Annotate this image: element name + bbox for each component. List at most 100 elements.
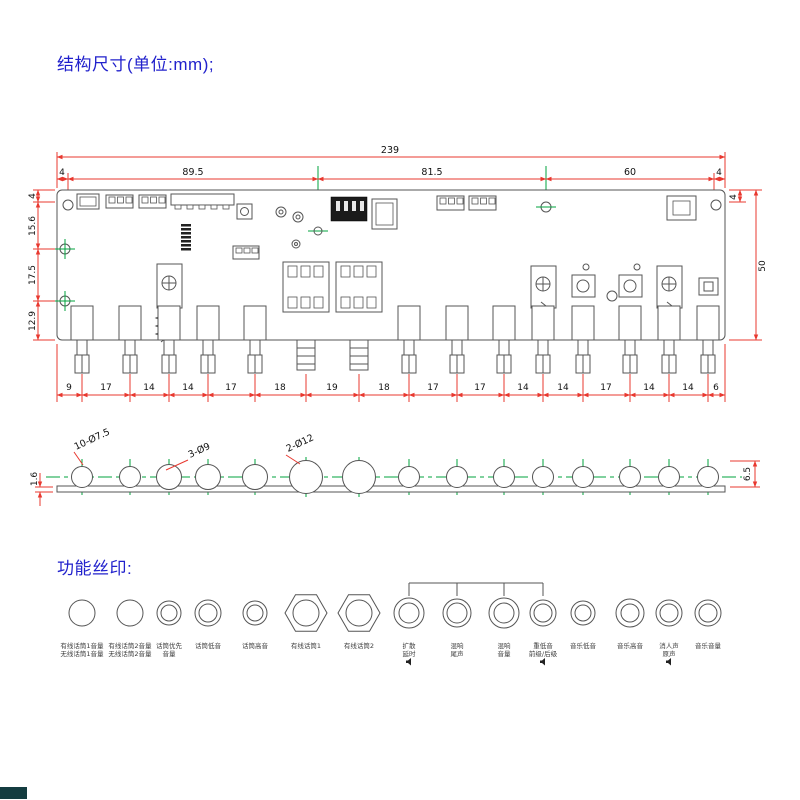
dim-text-left-0: 4 — [28, 193, 38, 199]
dim-text-top-4: 4 — [716, 168, 722, 178]
dim-text-bottom-15: 6 — [713, 383, 719, 393]
potentiometer — [571, 305, 595, 374]
silkscreen-knob: 扩散延时 — [393, 597, 425, 666]
pcb-board-outline — [56, 189, 726, 341]
dim-text-bottom-8: 17 — [427, 383, 438, 393]
jack-bushing — [296, 339, 316, 371]
potentiometer — [157, 305, 181, 374]
mic-jack-body — [335, 261, 383, 313]
group-bracket — [408, 582, 544, 596]
dim-text-bottom-2: 14 — [143, 383, 155, 393]
mounting-holes — [55, 199, 722, 311]
test-point — [275, 206, 304, 223]
silkscreen-knob: 话筒高音 — [242, 600, 269, 650]
castellated-connector — [170, 193, 235, 210]
knob-label: 音乐低音 — [570, 641, 597, 650]
potentiometer — [118, 305, 142, 374]
hole-label-small: 10-Ø7.5 — [73, 427, 112, 453]
silkscreen-knob: 话筒低音 — [194, 599, 222, 650]
dim-panel-height: 6.5 — [730, 460, 760, 488]
dim-text-right-1: 50 — [758, 260, 768, 272]
dim-text-bottom-10: 14 — [517, 383, 529, 393]
potentiometer — [445, 305, 469, 374]
knob-label: 有线话筒1音量无线话筒1音量 — [60, 641, 104, 658]
panel-strip — [56, 485, 726, 493]
dim-text-top-3: 60 — [624, 167, 636, 178]
silkscreen-knob: 音乐高音 — [615, 598, 645, 650]
knob-label: 话筒优先音量 — [156, 641, 183, 658]
connector — [666, 195, 697, 221]
knob-label: 话筒高音 — [242, 641, 269, 650]
hole-label-medium: 3-Ø9 — [187, 441, 212, 461]
dim-right-segments: 4 50 — [729, 189, 768, 341]
dim-text-bottom-12: 17 — [600, 383, 611, 393]
dim-text-bottom-14: 14 — [682, 383, 694, 393]
silkscreen-knob: 混响尾声 — [442, 598, 472, 658]
dim-text-top-1: 89.5 — [182, 167, 203, 178]
board-dimension-view: 239 4 89.5 81.5 60 4 — [28, 145, 768, 402]
corner-artifact — [0, 787, 27, 799]
panel-holes — [71, 460, 719, 494]
pin-header — [232, 245, 260, 260]
hole-label-large: 2-Ø12 — [285, 432, 316, 454]
dim-text-bottom-13: 14 — [643, 383, 655, 393]
silkscreen-knob: 音乐低音 — [570, 600, 597, 650]
misc-components — [582, 263, 719, 302]
jack-bushing — [349, 339, 369, 371]
potentiometer — [492, 305, 516, 374]
dim-text-right-0: 4 — [729, 194, 739, 200]
connector — [371, 198, 398, 230]
dim-panel-thickness: 1.6 — [30, 472, 53, 506]
knob-label: 有线话筒2音量无线话筒2音量 — [108, 641, 152, 658]
silkscreen-knob: 有线话筒2音量无线话筒2音量 — [108, 599, 152, 658]
potentiometer — [657, 305, 681, 374]
potentiometer — [243, 305, 267, 374]
knob-label: 混响音量 — [498, 641, 512, 658]
potentiometer — [70, 305, 94, 374]
speaker-icon — [406, 658, 411, 666]
dim-text-bottom-11: 14 — [557, 383, 569, 393]
speaker-icon — [666, 658, 671, 666]
connector — [76, 193, 100, 210]
screw-terminal — [236, 203, 253, 220]
dim-text-top-2: 81.5 — [421, 167, 442, 178]
panel-hole-view: 10-Ø7.5 3-Ø9 2-Ø12 6.5 1.6 — [30, 427, 760, 506]
dim-text-bottom-9: 17 — [474, 383, 485, 393]
speaker-icon — [540, 658, 545, 666]
dim-left-segments: 4 15.6 17.5 12.9 — [28, 189, 58, 341]
dim-text-bottom-6: 19 — [326, 383, 338, 393]
silkscreen-knob: 音乐音量 — [694, 599, 722, 650]
silkscreen-jack-hex: 有线话筒2 — [337, 594, 381, 650]
knob-label: 重低音前级/后级 — [529, 641, 558, 658]
pin-header — [468, 195, 497, 211]
dim-text-left-3: 12.9 — [28, 311, 38, 331]
dim-text-bottom-1: 17 — [100, 383, 111, 393]
potentiometers-row — [70, 305, 720, 374]
pin-header — [436, 195, 465, 211]
dim-total-width: 239 — [56, 145, 726, 188]
silkscreen-title: 功能丝印: — [57, 559, 133, 578]
dim-text-panel-thickness: 1.6 — [30, 472, 40, 487]
potentiometer — [397, 305, 421, 374]
test-point — [291, 226, 323, 249]
pin-matrix — [181, 224, 191, 251]
silkscreen-knob: 重低音前级/后级 — [529, 599, 558, 666]
dim-text-bottom-5: 18 — [274, 383, 286, 393]
dim-text-left-1: 15.6 — [28, 216, 38, 236]
silkscreen-view: 有线话筒1音量无线话筒1音量 有线话筒2音量无线话筒2音量 话筒优先音量 话筒低… — [60, 582, 722, 666]
knob-label: 音乐音量 — [695, 641, 722, 650]
potentiometer — [696, 305, 720, 374]
knob-label: 有线话筒1 — [291, 641, 321, 650]
dim-text-bottom-4: 17 — [225, 383, 236, 393]
knob-label: 扩散延时 — [403, 641, 417, 658]
pin-header — [138, 194, 167, 209]
silkscreen-jack-hex: 有线话筒1 — [284, 594, 328, 650]
dim-text-left-2: 17.5 — [28, 265, 38, 285]
pin-header — [105, 194, 134, 209]
knob-label: 有线话筒2 — [344, 641, 374, 650]
knob-label: 消人声原声 — [659, 641, 679, 658]
potentiometer — [618, 305, 642, 374]
potentiometer — [531, 305, 555, 374]
dim-text-top-0: 4 — [59, 168, 65, 178]
